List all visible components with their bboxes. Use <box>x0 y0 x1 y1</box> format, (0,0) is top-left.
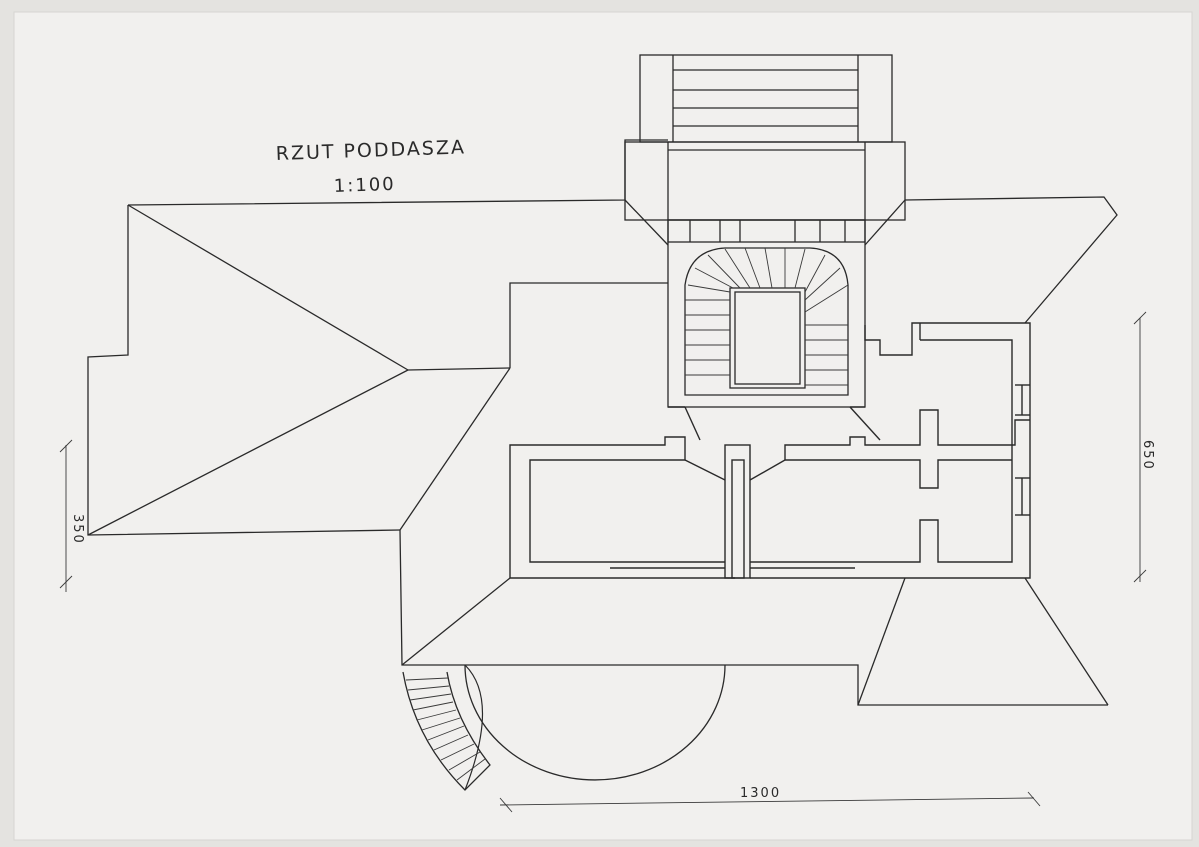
attic-walls <box>509 322 1031 579</box>
dimension-left-label: 350 <box>70 514 85 545</box>
dimension-bottom-label: 1300 <box>740 786 781 801</box>
roof-outline <box>87 139 1118 706</box>
dimension-right-label: 650 <box>1140 440 1155 471</box>
dimension-bottom <box>499 791 1041 813</box>
staircase-core <box>667 219 866 408</box>
drawing-scale: 1:100 <box>333 174 396 197</box>
curved-stair-treads <box>405 677 486 781</box>
dimension-right <box>1133 311 1147 583</box>
terrace <box>402 664 726 791</box>
top-stair <box>624 54 906 221</box>
spiral-treads <box>685 247 849 386</box>
dimension-left <box>59 439 73 592</box>
paper <box>13 11 1193 841</box>
